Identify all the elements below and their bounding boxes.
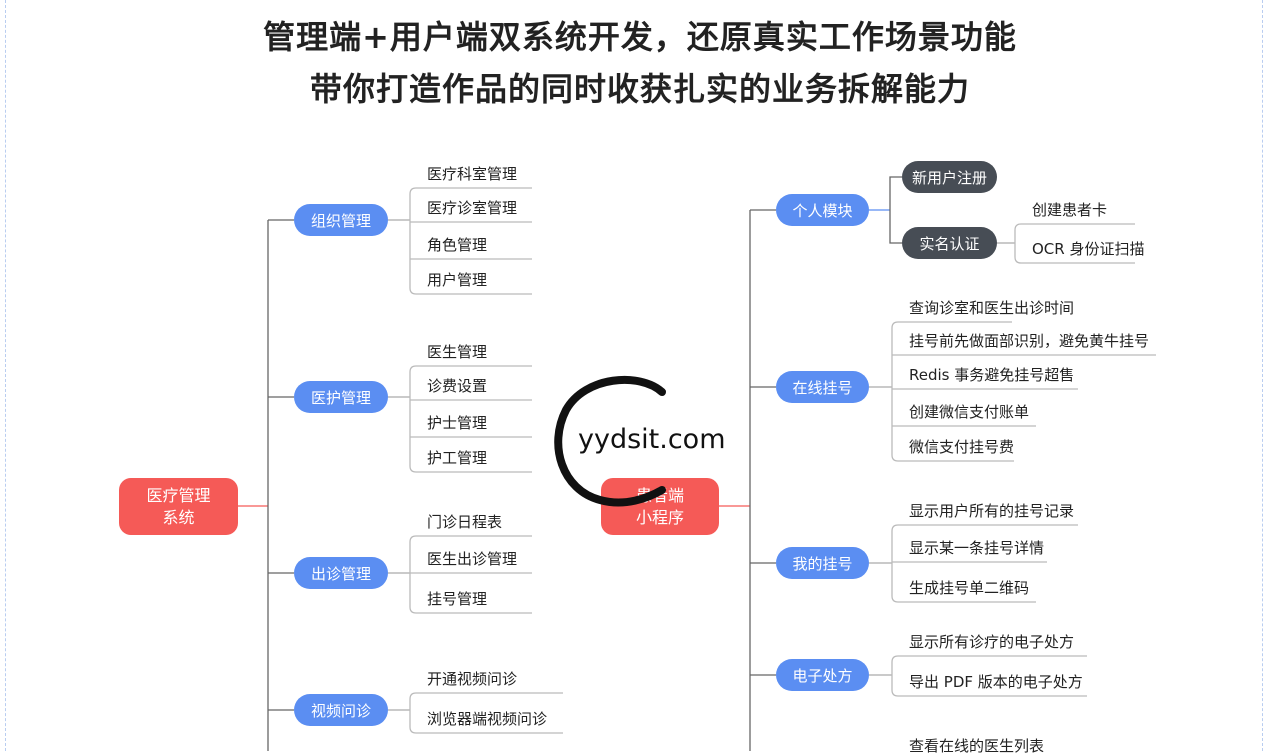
- leaf-bracket: [1014, 223, 1135, 264]
- leaf-bracket: [891, 524, 1078, 603]
- heading-line-2: 带你打造作品的同时收获扎实的业务拆解能力: [309, 70, 970, 108]
- leaf-item[interactable]: OCR 身份证扫描: [1032, 240, 1145, 258]
- node-label: 系统: [162, 507, 195, 527]
- leaf-item[interactable]: 诊费设置: [427, 377, 488, 395]
- sub-connector: [889, 176, 902, 244]
- leaf-item[interactable]: 用户管理: [427, 271, 488, 289]
- branch-node[interactable]: 个人模块: [776, 194, 869, 226]
- leaf-item[interactable]: 查看在线的医生列表: [909, 737, 1045, 755]
- leaf-item[interactable]: 显示用户所有的挂号记录: [909, 502, 1075, 520]
- branch-node[interactable]: 视频问诊: [294, 694, 388, 726]
- leaf-item[interactable]: 护士管理: [427, 414, 488, 432]
- page-border-left: [5, 0, 6, 751]
- leaf-item[interactable]: 微信支付挂号费: [909, 438, 1015, 456]
- node-label: 小程序: [635, 507, 684, 527]
- leaf-item[interactable]: 生成挂号单二维码: [909, 579, 1030, 597]
- root-node-admin[interactable]: 医疗管理系统: [119, 478, 238, 535]
- leaf-item[interactable]: Redis 事务避免挂号超售: [909, 366, 1075, 384]
- leaf-item[interactable]: 角色管理: [427, 236, 488, 254]
- leaf-bracket: [409, 692, 563, 734]
- leaf-item[interactable]: 创建微信支付账单: [909, 403, 1030, 421]
- sub-node[interactable]: 实名认证: [902, 227, 997, 259]
- page-border-right: [1262, 0, 1263, 751]
- leaf-item[interactable]: 创建患者卡: [1032, 201, 1108, 219]
- leaf-item[interactable]: 医生出诊管理: [427, 550, 518, 568]
- leaf-item[interactable]: 显示某一条挂号详情: [909, 539, 1045, 557]
- leaf-item[interactable]: 医生管理: [427, 343, 488, 361]
- node-label: 患者端: [635, 485, 684, 505]
- leaf-bracket: [891, 321, 1014, 462]
- branch-node[interactable]: 组织管理: [294, 204, 388, 236]
- leaf-bracket: [409, 187, 532, 295]
- leaf-item[interactable]: 医疗诊室管理: [427, 199, 518, 217]
- root-node-patient[interactable]: 患者端小程序: [601, 478, 719, 535]
- branch-node[interactable]: 我的挂号: [776, 547, 869, 579]
- leaf-item[interactable]: 挂号前先做面部识别，避免黄牛挂号: [909, 332, 1150, 350]
- leaf-item[interactable]: 显示所有诊疗的电子处方: [909, 633, 1075, 651]
- branch-node[interactable]: 在线挂号: [776, 371, 869, 403]
- leaf-bracket: [891, 655, 1087, 697]
- leaf-item[interactable]: 浏览器端视频问诊: [427, 710, 548, 728]
- branch-node[interactable]: 出诊管理: [294, 557, 388, 589]
- leaf-item[interactable]: 查询诊室和医生出诊时间: [909, 299, 1075, 317]
- leaf-item[interactable]: 导出 PDF 版本的电子处方: [909, 673, 1083, 691]
- sub-node[interactable]: 新用户注册: [902, 161, 997, 193]
- branch-node[interactable]: 医护管理: [294, 381, 388, 413]
- leaf-item[interactable]: 医疗科室管理: [427, 165, 518, 183]
- watermark-text: yydsit.com: [578, 424, 726, 455]
- heading-line-1: 管理端+用户端双系统开发，还原真实工作场景功能: [263, 18, 1017, 56]
- leaf-item[interactable]: 护工管理: [427, 449, 488, 467]
- leaf-item[interactable]: 开通视频问诊: [427, 670, 518, 688]
- leaf-item[interactable]: 挂号管理: [427, 590, 488, 608]
- leaf-bracket: [409, 365, 532, 473]
- branch-node[interactable]: 电子处方: [776, 659, 869, 691]
- leaf-bracket: [409, 535, 532, 614]
- node-label: 医疗管理: [146, 485, 211, 505]
- leaf-item[interactable]: 门诊日程表: [427, 513, 503, 531]
